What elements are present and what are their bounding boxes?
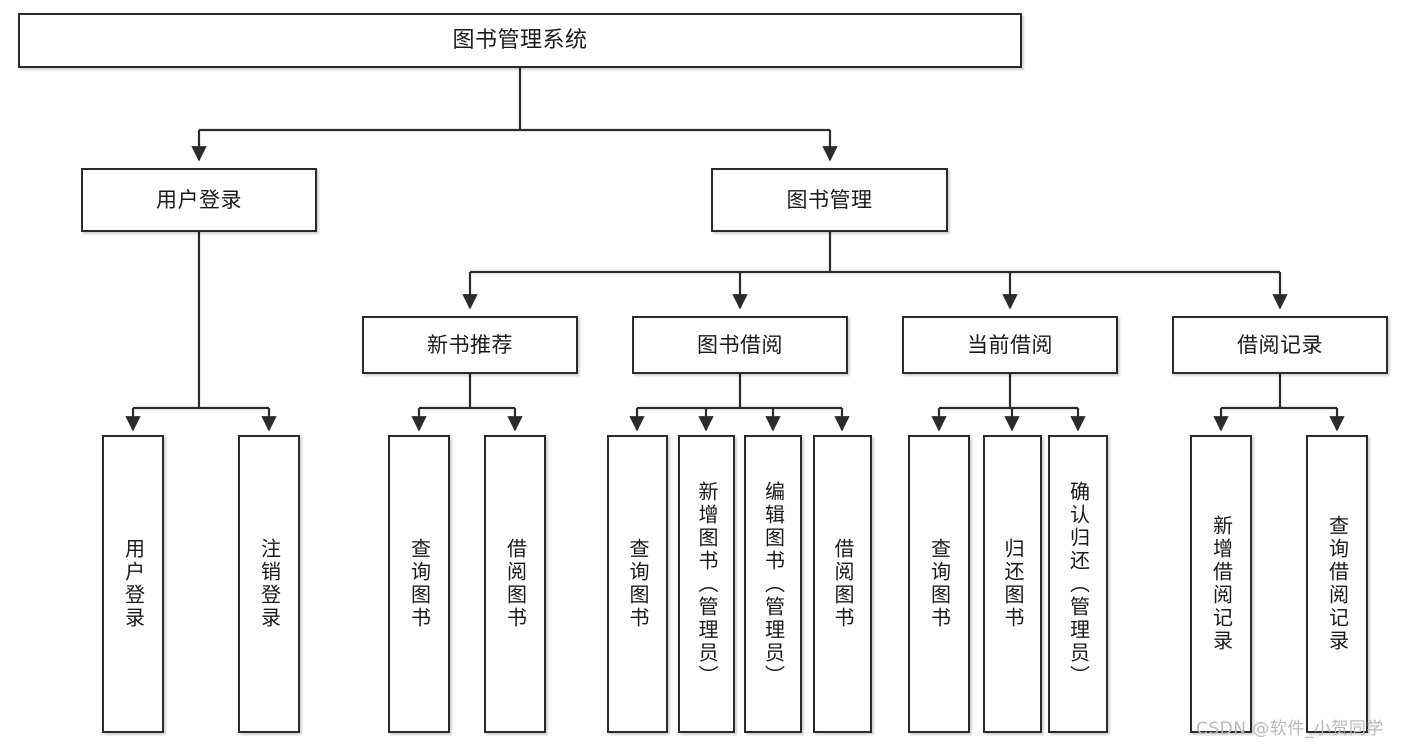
node-leaf-logout-label: 注销登录 [257, 538, 282, 630]
node-new-book-recommend-label: 新书推荐 [427, 332, 513, 357]
node-leaf-user-login[interactable]: 用户登录 [102, 435, 164, 733]
node-leaf-borrow-book-1-label: 借阅图书 [503, 538, 528, 630]
node-leaf-query-book-3[interactable]: 查询图书 [908, 435, 970, 733]
node-leaf-edit-book[interactable]: 编辑图书（管理员） [744, 435, 802, 733]
node-leaf-return-book-label: 归还图书 [1001, 538, 1025, 630]
node-leaf-query-record[interactable]: 查询借阅记录 [1306, 435, 1368, 733]
node-leaf-borrow-book-2-label: 借阅图书 [831, 538, 855, 630]
node-current-borrow-label: 当前借阅 [967, 332, 1053, 357]
node-leaf-add-book-label: 新增图书（管理员） [695, 480, 719, 688]
node-book-borrow-label: 图书借阅 [697, 332, 783, 357]
node-leaf-edit-book-label: 编辑图书（管理员） [761, 480, 786, 688]
node-book-borrow[interactable]: 图书借阅 [632, 316, 848, 374]
node-user-login[interactable]: 用户登录 [81, 168, 317, 232]
node-leaf-user-login-label: 用户登录 [121, 538, 146, 630]
node-root-label: 图书管理系统 [452, 27, 588, 53]
node-leaf-query-book-1[interactable]: 查询图书 [388, 435, 450, 733]
node-leaf-add-book[interactable]: 新增图书（管理员） [678, 435, 735, 733]
node-leaf-return-book[interactable]: 归还图书 [983, 435, 1042, 733]
node-leaf-borrow-book-1[interactable]: 借阅图书 [484, 435, 546, 733]
node-new-book-recommend[interactable]: 新书推荐 [362, 316, 578, 374]
node-leaf-borrow-book-2[interactable]: 借阅图书 [813, 435, 872, 733]
node-borrow-record-label: 借阅记录 [1237, 332, 1323, 357]
node-book-management-label: 图书管理 [786, 187, 873, 212]
node-leaf-query-book-2[interactable]: 查询图书 [607, 435, 668, 733]
node-current-borrow[interactable]: 当前借阅 [902, 316, 1118, 374]
node-leaf-add-record-label: 新增借阅记录 [1209, 515, 1234, 653]
node-leaf-confirm-return-label: 确认归还（管理员） [1066, 480, 1091, 688]
node-user-login-label: 用户登录 [156, 187, 242, 212]
csdn-watermark: CSDN @软件_小贺同学 [1196, 719, 1384, 739]
node-leaf-logout[interactable]: 注销登录 [238, 435, 300, 733]
node-borrow-record[interactable]: 借阅记录 [1172, 316, 1388, 374]
node-root[interactable]: 图书管理系统 [18, 13, 1022, 68]
node-leaf-query-record-label: 查询借阅记录 [1325, 515, 1350, 653]
node-leaf-confirm-return[interactable]: 确认归还（管理员） [1048, 435, 1108, 733]
node-leaf-query-book-2-label: 查询图书 [626, 538, 650, 630]
node-leaf-query-book-3-label: 查询图书 [927, 538, 952, 630]
node-book-management[interactable]: 图书管理 [711, 168, 948, 232]
node-leaf-add-record[interactable]: 新增借阅记录 [1190, 435, 1252, 733]
node-leaf-query-book-1-label: 查询图书 [407, 538, 432, 630]
